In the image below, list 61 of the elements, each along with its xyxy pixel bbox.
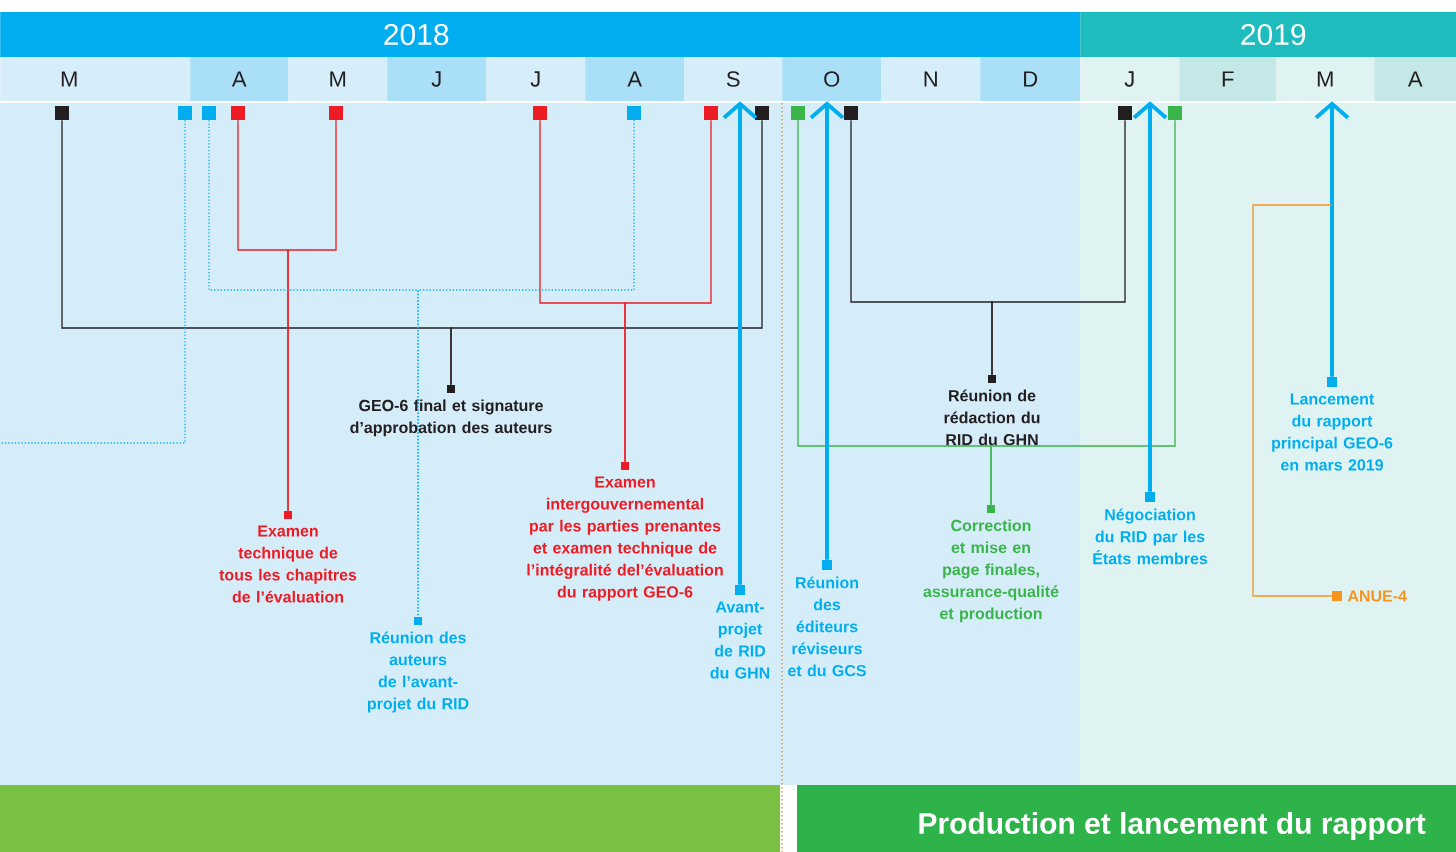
event-label: Correction et mise en page finales, assurance-qualité et production (923, 519, 1059, 623)
event-marker (178, 106, 192, 120)
month-cell: A (1374, 57, 1456, 101)
connector-line (417, 119, 635, 618)
month-cell: D (980, 57, 1081, 101)
month-cell: M (288, 57, 388, 101)
month-cell: J (486, 57, 586, 101)
event-marker (55, 106, 69, 120)
node-label: J (530, 71, 540, 87)
event-label: Réunion des éditeurs réviseurs et du GCS (788, 576, 866, 677)
month-cell: M (1276, 57, 1375, 101)
event-marker (704, 106, 718, 120)
node-label: M (330, 71, 346, 87)
event-marker (844, 106, 858, 120)
event-label: Négociation du RID par les États membres (1093, 508, 1208, 565)
node-label: M (61, 71, 77, 87)
event-marker (791, 106, 805, 120)
node-label: S (726, 71, 740, 87)
year-band: 2018 (0, 12, 1081, 57)
arrow (809, 101, 845, 560)
node-label: J (1124, 71, 1134, 87)
month-cell: M (0, 57, 191, 101)
event-label: Examen intergouvernemental par les parties prenantes et examen technique de l’intégralité del’évaluation du rapport GEO-6 (527, 476, 723, 601)
month-cell: J (1080, 57, 1180, 101)
connector-line (1252, 204, 1333, 597)
month-cell: S (684, 57, 783, 101)
connector-line (624, 119, 712, 463)
connector-line (991, 119, 1126, 376)
event-label: ANUE-4 (1347, 590, 1407, 602)
year-band: 2019 (1080, 12, 1456, 57)
month-cell: A (190, 57, 289, 101)
month-cell: J (387, 57, 487, 101)
event-label: Examen technique de tous les chapitres de l’évaluation (219, 525, 357, 603)
event-marker (533, 106, 547, 120)
arrow (1314, 101, 1350, 377)
phase-band: Production et lancement du rapport (797, 785, 1456, 852)
event-label: GEO-6 final et signature d’approbation des auteurs (350, 399, 552, 437)
arrow (722, 101, 758, 585)
event-marker (755, 106, 769, 120)
month-cell: F (1179, 57, 1277, 101)
event-marker (1118, 106, 1132, 120)
event-marker (202, 106, 216, 120)
event-marker (627, 106, 641, 120)
node-label: N (924, 71, 937, 87)
connector-line (990, 119, 1176, 506)
node-label: M (1317, 71, 1333, 87)
event-label: Réunion de rédaction du RID du GHN (944, 389, 1040, 446)
month-cell: N (881, 57, 981, 101)
month-cell: A (585, 57, 685, 101)
event-label: Réunion des auteurs de l’avant-projet du RID (367, 631, 469, 713)
arrow (1132, 101, 1168, 492)
connector-line (450, 119, 763, 386)
connector-line (0, 119, 186, 444)
event-marker (1168, 106, 1182, 120)
event-marker (231, 106, 245, 120)
phase-band (0, 785, 780, 852)
event-label: Lancement du rapport principal GEO-6 en mars 2019 (1272, 393, 1393, 471)
event-label: Avant-projet de RID du GHN (710, 601, 770, 679)
event-marker (329, 106, 343, 120)
connector-line (287, 119, 337, 512)
month-cell: O (782, 57, 882, 101)
